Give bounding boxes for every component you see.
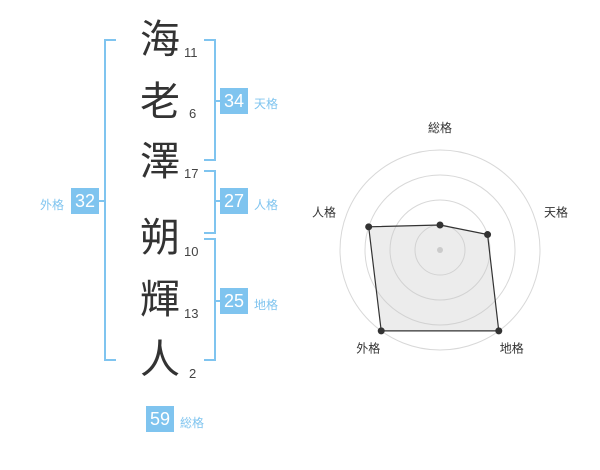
radar-point-3: [495, 327, 503, 335]
name-char-4: 朔: [140, 215, 180, 261]
name-char-3: 澤: [140, 139, 180, 185]
jinkaku-connector: [214, 200, 220, 202]
stroke-count-1: 11: [184, 45, 198, 60]
tenkaku-value: 34: [220, 88, 248, 114]
radar-point-2: [484, 231, 492, 239]
radar-point-5: [365, 223, 373, 231]
radar-axis-label-5: 人格: [312, 204, 336, 219]
radar-axis-label-3: 地格: [500, 341, 524, 356]
chikaku-connector: [214, 300, 220, 302]
radar-ring-3: [364, 174, 516, 326]
radar-point-4: [377, 327, 385, 335]
chikaku-bracket: [204, 238, 216, 361]
radar-axis-label-2: 天格: [544, 204, 568, 219]
chikaku-value: 25: [220, 288, 248, 314]
radar-area: [367, 224, 500, 332]
gaikaku-bracket: [104, 39, 116, 361]
jinkaku-value: 27: [220, 188, 248, 214]
jinkaku-label: 人格: [254, 198, 279, 212]
name-char-2: 老: [140, 79, 180, 125]
radar-axis-label-1: 総格: [428, 120, 452, 135]
stroke-count-4: 10: [184, 244, 199, 259]
jinkaku-bracket: [204, 170, 216, 234]
chikaku-label: 地格: [254, 298, 279, 312]
soukaku-label: 総格: [180, 416, 205, 430]
name-char-1: 海: [140, 17, 180, 63]
soukaku-value: 59: [146, 406, 174, 432]
stroke-count-2: 6: [189, 106, 197, 121]
gaikaku-value: 32: [71, 188, 99, 214]
radar-ring-4: [339, 149, 541, 351]
stroke-count-6: 2: [189, 366, 197, 381]
radar-point-1: [436, 221, 444, 229]
radar-center: [437, 247, 443, 253]
name-char-5: 輝: [140, 277, 180, 323]
name-char-6: 人: [140, 337, 180, 383]
gaikaku-label: 外格: [40, 198, 65, 212]
radar-axis-label-4: 外格: [356, 341, 380, 356]
tenkaku-connector: [214, 100, 220, 102]
gaikaku-connector: [98, 200, 104, 202]
stroke-count-5: 13: [184, 306, 199, 321]
tenkaku-label: 天格: [254, 97, 279, 111]
stroke-count-3: 17: [184, 166, 199, 181]
radar-ring-2: [389, 199, 491, 301]
